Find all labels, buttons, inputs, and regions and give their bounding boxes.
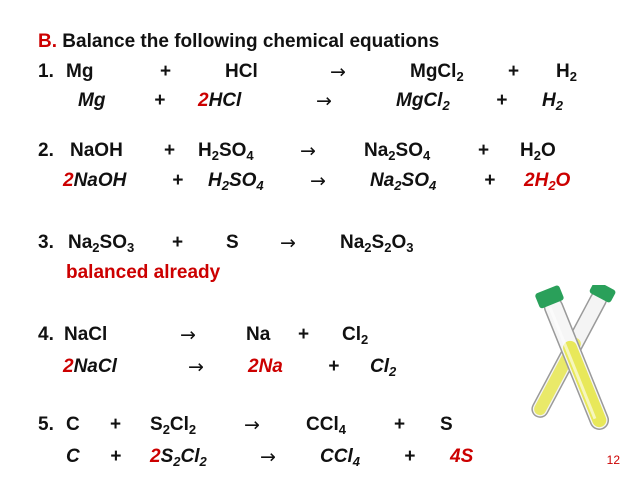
arrow: →	[180, 324, 196, 346]
plus-sign: +	[328, 356, 340, 377]
arrow: →	[260, 446, 276, 468]
problem-number: 3.	[38, 232, 54, 253]
term: H2SO4	[198, 140, 254, 163]
term: Na	[246, 324, 271, 345]
plus-sign: +	[404, 446, 416, 467]
plus-sign: +	[110, 446, 122, 467]
arrow: →	[310, 170, 326, 192]
arrow: →	[280, 232, 296, 254]
term: S2Cl2	[150, 414, 197, 437]
arrow: →	[244, 414, 260, 436]
term: 2Na	[248, 356, 283, 377]
term: 2NaOH	[63, 170, 127, 191]
heading-letter: B.	[38, 31, 57, 52]
problem-number: 5.	[38, 414, 54, 435]
term: MgCl2	[396, 90, 450, 113]
term: H2	[556, 61, 577, 84]
plus-sign: +	[172, 170, 184, 191]
term: CCl4	[320, 446, 360, 469]
plus-sign: +	[160, 61, 172, 82]
arrow: →	[330, 61, 346, 83]
plus-sign: +	[172, 232, 184, 253]
page-number: 12	[606, 453, 620, 467]
plus-sign: +	[484, 170, 496, 191]
term: NaCl	[64, 324, 108, 345]
plus-sign: +	[164, 140, 176, 161]
term: Mg	[66, 61, 94, 82]
heading-text: Balance the following chemical equations	[62, 31, 440, 52]
term: NaOH	[70, 140, 123, 161]
term: H2O	[520, 140, 556, 163]
plus-sign: +	[496, 90, 508, 111]
plus-sign: +	[298, 324, 310, 345]
term: H2	[542, 90, 563, 113]
problem-number: 4.	[38, 324, 54, 345]
term: Na2SO4	[370, 170, 437, 193]
test-tubes-icon	[531, 285, 616, 430]
plus-sign: +	[508, 61, 520, 82]
arrow: →	[316, 90, 332, 112]
term: Na2S2O3	[340, 232, 414, 255]
term: 2S2Cl2	[150, 446, 207, 469]
term: MgCl2	[410, 61, 464, 84]
slide-heading: B. Balance the following chemical equati…	[38, 31, 439, 53]
term: 2HCl	[198, 90, 242, 111]
plus-sign: +	[394, 414, 406, 435]
problem-3-note: balanced already	[66, 262, 221, 283]
term: Cl2	[342, 324, 369, 347]
plus-sign: +	[154, 90, 166, 111]
term: Na2SO3	[68, 232, 135, 255]
term: H2SO4	[208, 170, 264, 193]
arrow: →	[300, 140, 316, 162]
term: S	[440, 414, 453, 435]
arrow: →	[188, 356, 204, 378]
plus-sign: +	[110, 414, 122, 435]
term: CCl4	[306, 414, 346, 437]
problem-number: 1.	[38, 61, 54, 82]
term: 2H2O	[524, 170, 571, 193]
term: Cl2	[370, 356, 397, 379]
problem-number: 2.	[38, 140, 54, 161]
term: 4S	[450, 446, 474, 467]
term: C	[66, 446, 80, 467]
term: Na2SO4	[364, 140, 431, 163]
term: 2NaCl	[63, 356, 117, 377]
term: HCl	[225, 61, 258, 82]
plus-sign: +	[478, 140, 490, 161]
term: Mg	[78, 90, 106, 111]
term: S	[226, 232, 239, 253]
term: C	[66, 414, 80, 435]
